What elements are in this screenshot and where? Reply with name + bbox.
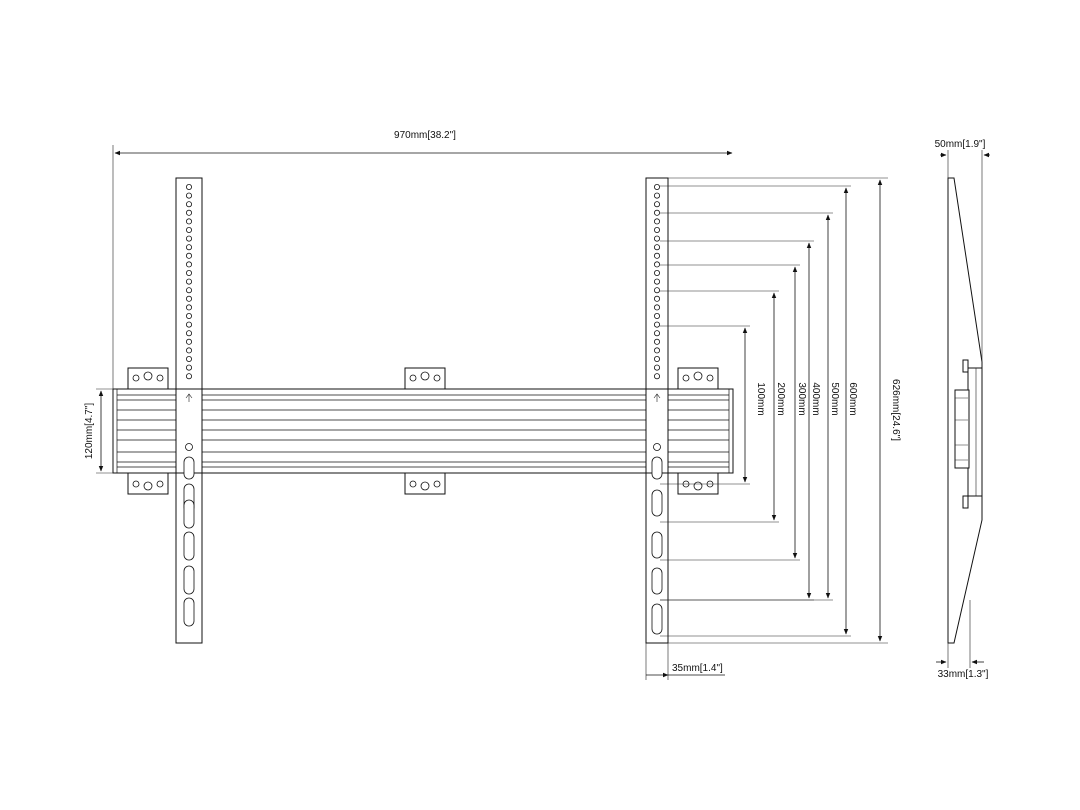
vesa-300: 300mm — [660, 264, 807, 561]
vesa-300-label: 300mm — [796, 382, 807, 415]
dimension-overall-width: 970mm[38.2"] — [112, 130, 733, 389]
right-arm-slots — [651, 489, 663, 635]
bracket-top-right — [677, 367, 719, 390]
dimension-arm-width: 35mm[1.4"] — [645, 643, 725, 680]
front-view — [112, 177, 734, 644]
bracket-bottom-right — [677, 472, 719, 495]
vesa-400-label: 400mm — [810, 382, 821, 415]
overall-width-label: 970mm[38.2"] — [394, 130, 456, 141]
bracket-bottom-left — [127, 472, 169, 495]
vesa-200-label: 200mm — [775, 382, 786, 415]
vesa-600-label: 600mm — [847, 382, 858, 415]
vesa-600: 600mm — [660, 185, 858, 637]
left-arm-holes — [185, 183, 192, 380]
dimension-overall-height: 626mm[24.6"] — [668, 177, 901, 644]
side-profile-view — [947, 177, 983, 644]
bracket-bottom-middle — [404, 472, 446, 495]
bracket-top-left — [127, 367, 169, 390]
vesa-500: 500mm — [660, 212, 840, 601]
profile-depth-bottom-label: 33mm[1.3"] — [938, 669, 989, 680]
bracket-top-middle — [404, 367, 446, 390]
vesa-100: 100mm — [660, 325, 766, 485]
vesa-spacing-dimensions: 100mm 200mm 300mm 400mm 500mm — [660, 185, 858, 637]
dimension-rail-height: 120mm[4.7"] — [84, 388, 113, 474]
vesa-500-label: 500mm — [829, 382, 840, 415]
rail-height-label: 120mm[4.7"] — [84, 403, 95, 460]
overall-height-label: 626mm[24.6"] — [890, 379, 901, 441]
dimension-profile-depth-bottom: 33mm[1.3"] — [936, 600, 989, 680]
wall-rail — [112, 388, 734, 474]
dimension-profile-depth-top: 50mm[1.9"] — [935, 139, 990, 362]
arm-width-label: 35mm[1.4"] — [672, 663, 723, 674]
right-arm-holes — [654, 183, 661, 380]
vesa-200: 200mm — [660, 290, 786, 523]
profile-depth-top-label: 50mm[1.9"] — [935, 139, 986, 150]
vesa-100-label: 100mm — [755, 382, 766, 415]
left-arm-slots — [183, 483, 195, 627]
